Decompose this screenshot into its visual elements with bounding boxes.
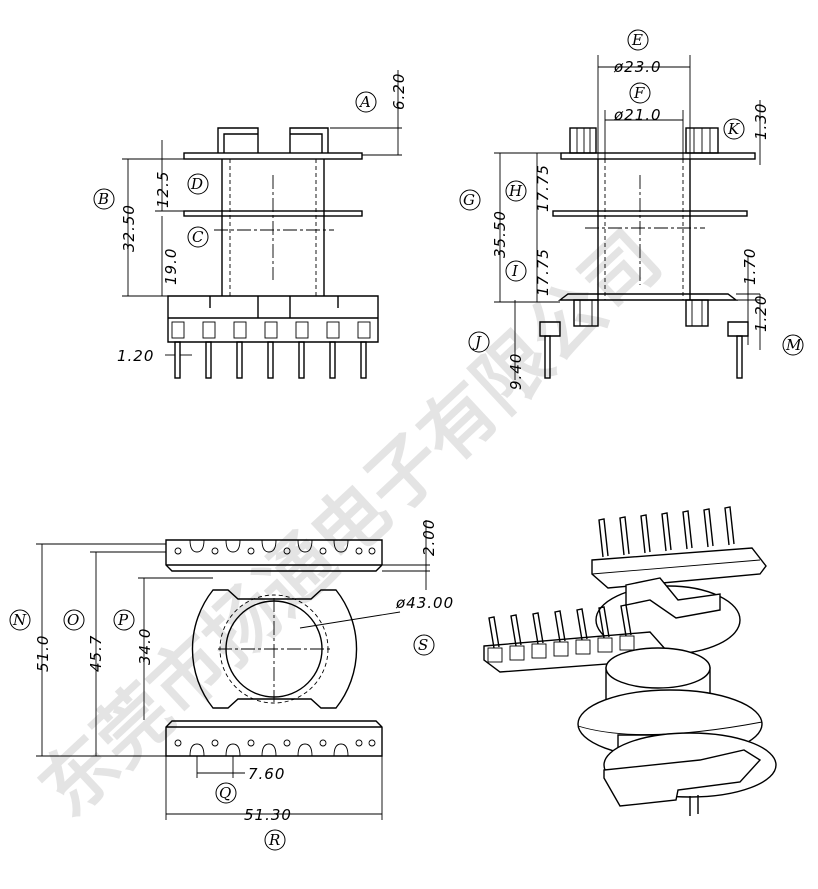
tag-S: S [413, 634, 435, 656]
top-view-rail-lower [165, 720, 383, 757]
svg-text:S: S [418, 636, 428, 654]
svg-text:M: M [785, 336, 802, 354]
svg-text:C: C [192, 228, 204, 246]
top-view-flange [191, 589, 358, 709]
svg-text:D: D [190, 175, 203, 193]
svg-text:J: J [472, 333, 482, 351]
iso-back-rail [591, 547, 767, 589]
watermark: 东莞市扬通电子有限公司 [24, 215, 678, 833]
top-dim-overall-width: 51.0 [34, 635, 52, 672]
tag-B: B [93, 188, 115, 210]
svg-text:K: K [727, 120, 740, 138]
svg-text:A: A [358, 93, 371, 111]
svg-text:F: F [633, 84, 645, 102]
tag-H: H [505, 180, 527, 202]
iso-front-pins [487, 604, 635, 663]
side-dim-upper-section: 17.75 [534, 164, 552, 212]
front-pins [174, 341, 367, 379]
front-dim-overall-height: 32.50 [120, 204, 138, 252]
side-mid-flange [552, 210, 748, 217]
svg-text:Q: Q [219, 784, 231, 802]
top-view-rail-upper-notches [174, 539, 376, 555]
side-base-flange [557, 293, 739, 301]
top-dim-pin-pitch: 7.60 [248, 765, 285, 783]
front-view: 6.20 32.50 12.5 19.0 1.20 A B D C [93, 70, 408, 379]
top-dim-flange-diameter: ø43.00 [395, 594, 454, 612]
side-dim-overall-height: 35.50 [491, 210, 509, 258]
tag-D: D [187, 173, 209, 195]
tag-K: K [723, 118, 745, 140]
front-dim-pin-pitch-small: 1.20 [117, 347, 154, 365]
side-pin-block-right [727, 321, 749, 337]
front-top-cup-left [217, 127, 259, 153]
top-dim-length: 51.30 [244, 806, 292, 824]
side-view: ø23.0 ø21.0 1.30 35.50 17.75 17.75 1.70 … [459, 29, 804, 390]
tag-I: I [505, 260, 527, 282]
isometric-view [483, 506, 777, 816]
tag-E: E [627, 29, 649, 51]
side-dim-gap: 1.70 [741, 248, 759, 285]
side-top-flange [560, 152, 756, 160]
top-view: 51.0 45.7 34.0 2.00 ø43.00 7.60 51.30 N … [9, 519, 454, 851]
watermark-text: 东莞市扬通电子有限公司 [24, 215, 678, 833]
front-dim-lower-section: 19.0 [162, 248, 180, 285]
svg-text:O: O [67, 611, 79, 629]
svg-text:G: G [463, 191, 475, 209]
front-base [167, 295, 379, 343]
tag-R: R [264, 829, 286, 851]
tag-F: F [629, 82, 651, 104]
tag-J: J [468, 331, 490, 353]
svg-text:B: B [97, 190, 109, 208]
front-top-cup-right [289, 127, 329, 153]
svg-text:I: I [511, 262, 519, 280]
side-pin-block-left [539, 321, 561, 337]
tag-A: A [355, 91, 377, 113]
front-dim-top-height: 6.20 [390, 73, 408, 110]
tag-N: N [9, 609, 31, 631]
side-dim-lower-section: 17.75 [534, 248, 552, 296]
tag-C: C [187, 226, 209, 248]
side-dim-flange-thick-top: 1.30 [752, 103, 770, 140]
tag-P: P [113, 609, 135, 631]
tag-O: O [63, 609, 85, 631]
svg-text:H: H [508, 182, 523, 200]
side-dim-inner-diameter: ø21.0 [613, 106, 662, 124]
svg-text:N: N [12, 611, 27, 629]
top-dim-rail-thickness: 2.00 [420, 519, 438, 556]
tag-M: M [782, 334, 804, 356]
top-dim-inner-width: 45.7 [87, 635, 105, 672]
side-dim-base-step: 1.20 [752, 295, 770, 332]
tag-Q: Q [215, 782, 237, 804]
top-dim-window-width: 34.0 [136, 628, 154, 665]
iso-back-pins [598, 506, 735, 558]
tag-G: G [459, 189, 481, 211]
svg-text:E: E [631, 31, 643, 49]
side-dim-outer-diameter: ø23.0 [613, 58, 662, 76]
side-dim-pin-length: 9.40 [507, 353, 525, 390]
front-top-flange [183, 152, 363, 160]
svg-text:R: R [268, 831, 280, 849]
side-top-post-left [569, 127, 597, 154]
top-view-rail-lower-notches [174, 739, 376, 757]
front-pin-slots [171, 321, 371, 339]
svg-text:P: P [117, 611, 129, 629]
front-dim-upper-section: 12.5 [154, 171, 172, 208]
